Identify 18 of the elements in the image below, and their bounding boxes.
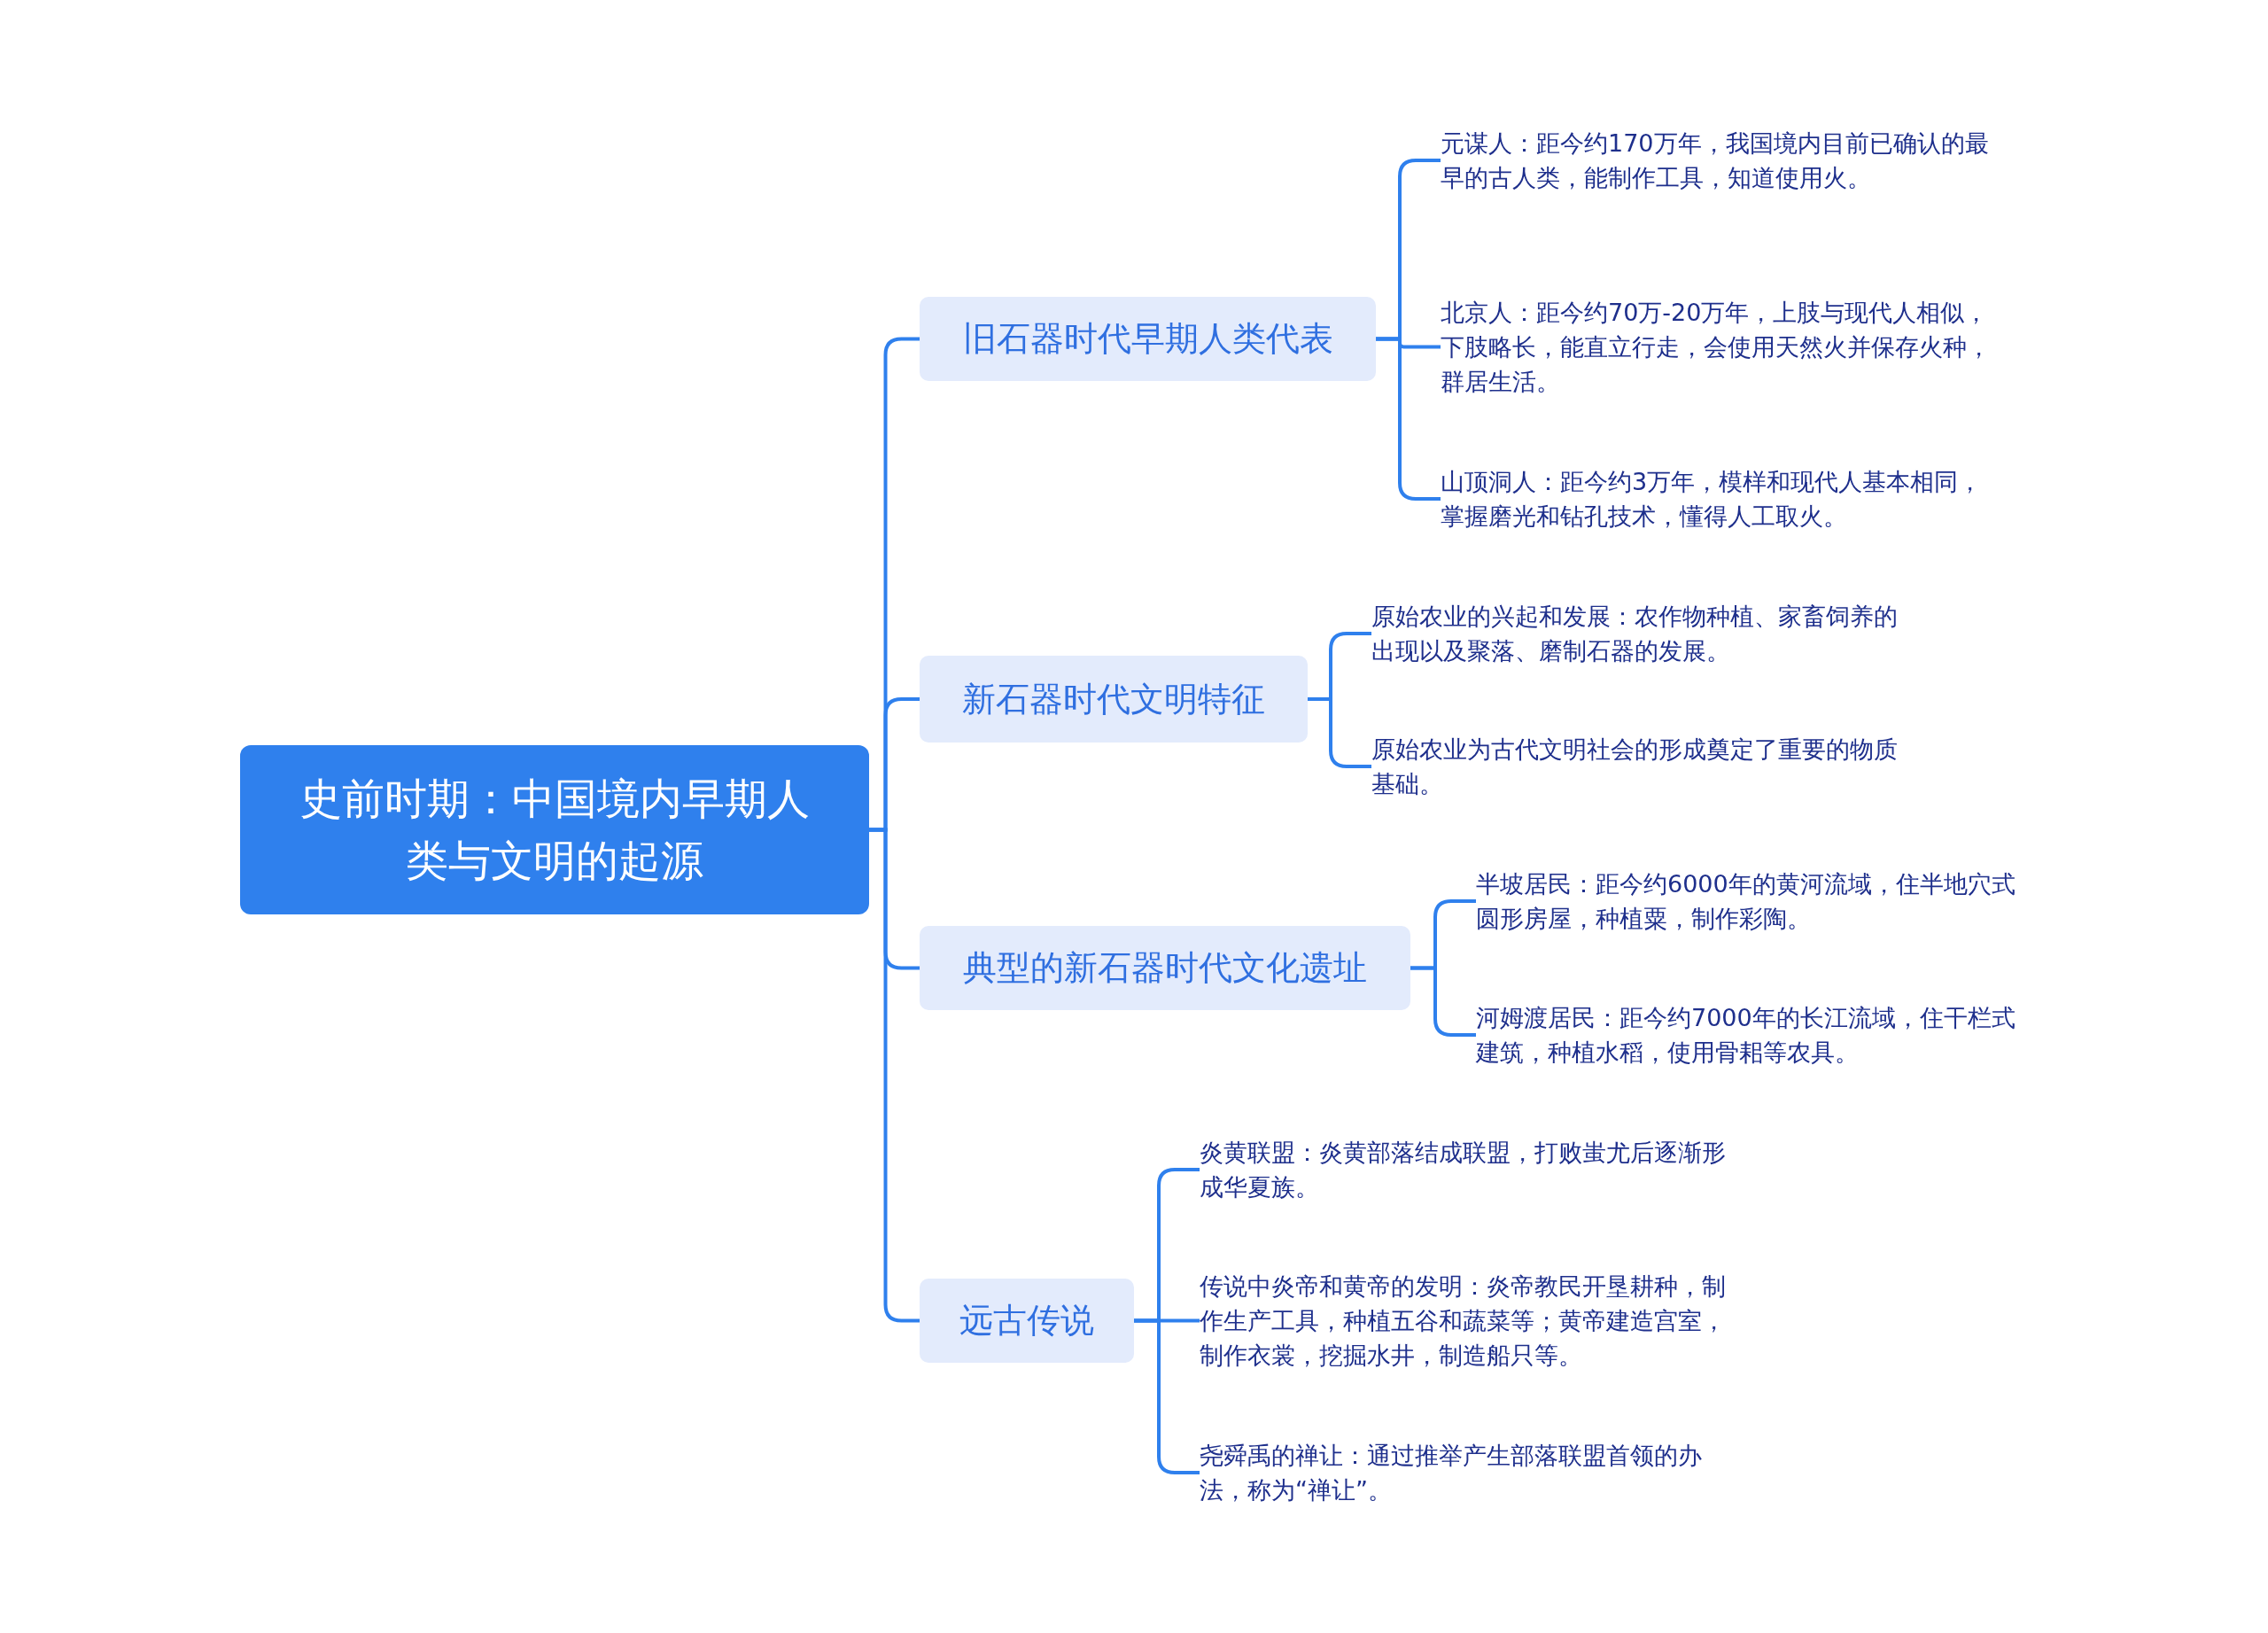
topic-box: 旧石器时代早期人类代表: [920, 297, 1376, 381]
subtopic-text: 北京人：距今约70万-20万年，上肢与现代人相似，下肢略长，能直立行走，会使用天然火并保存火种，群居生活。: [1441, 295, 1999, 399]
subtopic-text: 山顶洞人：距今约3万年，模样和现代人基本相同，掌握磨光和钻孔技术，懂得人工取火。: [1441, 464, 1999, 533]
subtopic-text: 半坡居民：距今约6000年的黄河流域，住半地穴式圆形房屋，种植粟，制作彩陶。: [1476, 867, 2016, 936]
connector-line: [1134, 1318, 1200, 1474]
subtopic-text: 尧舜禹的禅让：通过推举产生部落联盟首领的办法，称为“禅让”。: [1200, 1438, 1749, 1507]
topic-box: 新石器时代文明特征: [920, 656, 1308, 743]
root-topic-box: 史前时期：中国境内早期人类与文明的起源: [240, 745, 869, 914]
subtopic-text: 原始农业为古代文明社会的形成奠定了重要的物质基础。: [1371, 732, 1921, 801]
subtopic-text: 原始农业的兴起和发展：农作物种植、家畜饲养的出现以及聚落、磨制石器的发展。: [1371, 599, 1921, 668]
connector-line: [1376, 337, 1441, 501]
topic-box: 远古传说: [920, 1279, 1134, 1363]
topic-box: 典型的新石器时代文化遗址: [920, 926, 1410, 1010]
subtopic-text: 炎黄联盟：炎黄部落结成联盟，打败蚩尤后逐渐形成华夏族。: [1200, 1135, 1749, 1204]
connector-line: [1410, 966, 1476, 1037]
subtopic-text: 河姆渡居民：距今约7000年的长江流域，住干栏式建筑，种植水稻，使用骨耜等农具。: [1476, 1000, 2016, 1069]
subtopic-text: 传说中炎帝和黄帝的发明：炎帝教民开垦耕种，制作生产工具，种植五谷和蔬菜等；黄帝建造宫室，制作衣裳，挖掘水井，制造船只等。: [1200, 1269, 1749, 1372]
subtopic-text: 元谋人：距今约170万年，我国境内目前已确认的最早的古人类，能制作工具，知道使用火。: [1441, 126, 1999, 195]
